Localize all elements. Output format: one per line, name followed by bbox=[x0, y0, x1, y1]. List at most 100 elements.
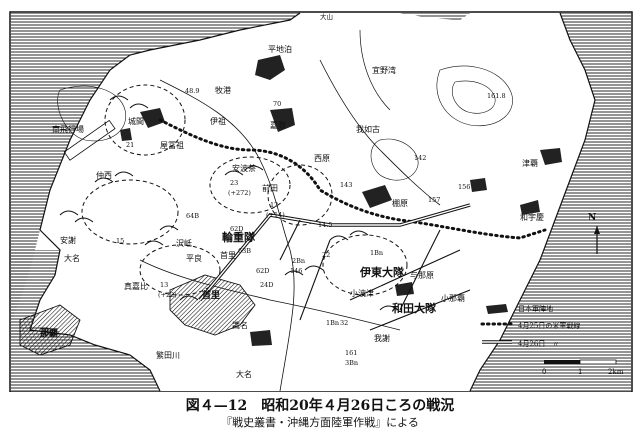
place-nakanishi: 仲西 bbox=[96, 171, 112, 180]
legend-jp-symbol bbox=[486, 304, 508, 314]
unit-146: 146 bbox=[290, 267, 303, 275]
place-ishimine: 首里 bbox=[220, 251, 236, 260]
place-h70: 70 bbox=[273, 100, 282, 108]
unit-63b: 63B bbox=[238, 247, 252, 255]
place-kohatsu: 小那覇 bbox=[441, 294, 465, 303]
figure-source: 『戦史叢書・沖縄方面陸軍作戦』による bbox=[221, 416, 419, 429]
unit-64b: 64B bbox=[186, 212, 200, 220]
unit-oval bbox=[322, 234, 408, 296]
compass-label: N bbox=[588, 213, 597, 223]
place-asato: 安謝 bbox=[60, 236, 76, 245]
place-shimo: 繁田川 bbox=[156, 351, 180, 360]
airfield bbox=[63, 119, 116, 161]
unit-24d: 24D bbox=[260, 281, 274, 289]
jp-position bbox=[270, 108, 295, 132]
place-h157: 157 bbox=[428, 196, 441, 204]
sea-east bbox=[470, 13, 631, 391]
place-naha: 那覇 bbox=[40, 329, 59, 339]
place-h143: 143 bbox=[340, 181, 353, 189]
scale-2km: 2km bbox=[608, 368, 624, 376]
place-kochi: 棚原 bbox=[392, 199, 408, 208]
unit-wada-battalion: 和田大隊 bbox=[392, 302, 436, 315]
place-yonabaru: 与那原 bbox=[410, 271, 434, 280]
unit-oval bbox=[139, 244, 221, 296]
trench-marks bbox=[59, 95, 399, 311]
unit-15: 15 bbox=[116, 237, 125, 245]
place-kohama: 小波津 bbox=[350, 289, 374, 298]
road bbox=[359, 29, 391, 111]
place-gajidake: 我如古 bbox=[356, 125, 380, 134]
place-mosu: 牧港 bbox=[215, 86, 231, 95]
place-h142: 142 bbox=[414, 154, 427, 162]
battle-map bbox=[9, 11, 633, 392]
place-gaja: 我謝 bbox=[374, 334, 390, 343]
road bbox=[319, 59, 441, 206]
unit-23: 23 bbox=[230, 179, 239, 187]
unit-272: (+272) bbox=[228, 189, 251, 197]
unit-1bn-2: 1Bn bbox=[326, 319, 340, 327]
place-shiro: 城間 bbox=[128, 117, 144, 126]
place-sawaiwa: 沢岻 bbox=[176, 239, 192, 248]
north-arrow-icon bbox=[594, 226, 600, 254]
unit-3bn: 3Bn bbox=[345, 359, 359, 367]
place-h1618: 161.8 bbox=[487, 92, 506, 100]
unit-62d-2: 62D bbox=[256, 267, 270, 275]
place-h145: 14.5 bbox=[318, 221, 333, 229]
place-hirayoshi: 平良 bbox=[186, 254, 202, 263]
unit-14: (+14) bbox=[266, 211, 285, 219]
place-manabe: 真嘉比 bbox=[124, 282, 148, 291]
unit-22b: (+22) bbox=[158, 291, 177, 299]
road bbox=[139, 259, 401, 331]
unit-12: 12 bbox=[270, 201, 279, 209]
jp-position bbox=[362, 185, 392, 208]
unit-oval bbox=[209, 156, 291, 214]
unit-supply-battalion: 輪重隊 bbox=[222, 231, 255, 244]
place-yafukurochi: 屋冨祖 bbox=[160, 141, 184, 150]
unit-oval bbox=[267, 164, 333, 226]
place-ginowan: 宜野湾 bbox=[372, 66, 396, 75]
legend-jp-label: 日本軍陣地 bbox=[518, 305, 553, 313]
sea-northwest bbox=[11, 13, 300, 320]
place-wakawa: 和宇慶 bbox=[520, 213, 544, 222]
east-coast bbox=[469, 12, 596, 392]
map-frame bbox=[9, 11, 633, 392]
unit-oval bbox=[81, 179, 179, 245]
unit-2bn: 2Bn bbox=[292, 257, 306, 265]
legend-apr25-label: 4月25日の米軍戦線 bbox=[518, 322, 581, 330]
contour bbox=[436, 65, 513, 127]
us-line-apr26 bbox=[199, 204, 471, 301]
place-minami: 南飛行場 bbox=[52, 125, 84, 134]
jp-position bbox=[250, 330, 272, 346]
place-oyama: 大山 bbox=[320, 13, 333, 21]
unit-22: 22 bbox=[322, 251, 331, 259]
legend-apr26-label: 4月26日 〃 bbox=[518, 340, 560, 348]
contour bbox=[451, 80, 496, 114]
sea-west bbox=[11, 250, 60, 340]
place-h156: 156 bbox=[458, 183, 471, 191]
unit-32: 32 bbox=[340, 319, 349, 327]
place-heishido: 平地泊 bbox=[268, 45, 292, 54]
scale-0: 0 bbox=[542, 368, 547, 376]
unit-13: 13 bbox=[160, 281, 169, 289]
place-shikina: 識名 bbox=[232, 321, 248, 330]
naha-area bbox=[19, 304, 81, 356]
place-okawa: 大名 bbox=[236, 370, 252, 379]
jp-position bbox=[470, 178, 487, 192]
west-coast bbox=[29, 12, 301, 392]
road bbox=[159, 79, 295, 392]
place-iso: 伊祖 bbox=[210, 117, 226, 126]
unit-161: 161 bbox=[345, 349, 358, 357]
jp-position bbox=[520, 200, 540, 215]
unit-oval bbox=[104, 84, 186, 156]
unit-arrows bbox=[279, 219, 471, 331]
scale-1: 1 bbox=[578, 368, 583, 376]
place-oku: 大名 bbox=[64, 254, 80, 263]
contour bbox=[57, 85, 127, 142]
place-anba: 安波茶 bbox=[232, 164, 256, 173]
sea-top-right bbox=[400, 13, 470, 20]
unit-62d: 62D bbox=[230, 225, 244, 233]
place-maeda: 前田 bbox=[262, 184, 278, 193]
contour bbox=[370, 138, 419, 181]
unit-ito-battalion: 伊東大隊 bbox=[360, 266, 404, 279]
place-shuri: 首里 bbox=[202, 291, 221, 301]
